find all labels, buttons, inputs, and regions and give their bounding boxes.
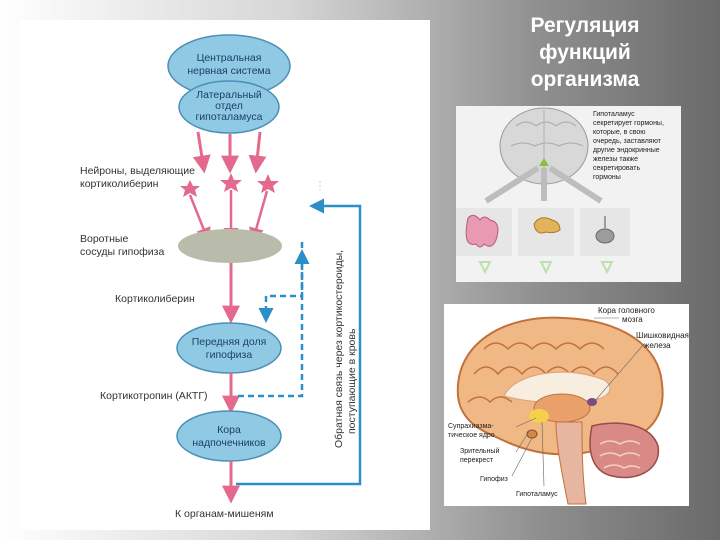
feedback-label-2: поступающие в кровь	[346, 328, 358, 434]
hyp-caption-1: Гипоталамус	[593, 111, 635, 118]
hypothalamus-label-3: гипоталамуса	[195, 111, 262, 123]
cns-label-1: Центральная	[197, 52, 262, 64]
adrenal-label-1: Кора	[217, 424, 241, 436]
hpa-axis-diagram: Центральная нервная система Латеральный …	[20, 20, 430, 530]
arrow-hyp-to-neuron-3	[248, 131, 267, 174]
brain-label-chiasm-2: перекрест	[460, 457, 494, 464]
slide-title: Регуляция функций организма	[500, 12, 670, 93]
adrenal-node	[176, 410, 282, 462]
hypothalamus-node	[178, 80, 280, 134]
feedback-loop	[236, 198, 362, 486]
brain-svg: Кора головного мозга Шишковидная железа …	[444, 304, 689, 506]
hypothalamus-marker	[539, 158, 549, 166]
neuron-star-2	[220, 173, 242, 192]
brain-label-pineal-1: Шишковидная	[636, 331, 689, 340]
neurons-label-2: кортиколиберин	[80, 178, 159, 190]
portal-label-1: Воротные	[80, 233, 128, 245]
neuron-star-3	[257, 174, 279, 193]
adrenal-label-2: надпочечников	[192, 437, 266, 449]
title-line-1: Регуляция	[530, 14, 640, 37]
hyp-caption-6: железы также	[593, 156, 638, 163]
pituitary-label-1: Передняя доля	[192, 336, 267, 348]
brain-label-pituitary: Гипофиз	[480, 476, 508, 483]
hyp-caption-4: очередь, заставляют	[593, 138, 662, 145]
portal-vessels	[178, 229, 282, 263]
hyp-caption-3: которые, в свою	[593, 129, 646, 136]
cns-label-2: нервная система	[187, 65, 270, 77]
glands-svg: Гипоталамус секретирует гормоны, которые…	[456, 106, 681, 282]
brain-label-cortex-2: мозга	[622, 315, 643, 324]
hyp-caption-7: секретировать	[593, 165, 640, 172]
cerebellum	[589, 422, 660, 479]
brain-label-pineal-2: железа	[644, 341, 671, 350]
corticoliberin-label: Кортиколиберин	[115, 293, 195, 305]
pituitary-label-2: гипофиза	[206, 349, 253, 361]
hyp-caption-5: другие эндокринные	[593, 147, 660, 154]
brain-sagittal-image: Кора головного мозга Шишковидная железа …	[444, 304, 689, 506]
hpa-diagram-svg: Центральная нервная система Латеральный …	[80, 34, 362, 520]
brain-label-scn-2: тическое ядро	[448, 432, 495, 439]
pituitary-region	[526, 429, 538, 439]
brain-label-hypothalamus: Гипоталамус	[516, 491, 558, 498]
hypothalamus-glands-image: Гипоталамус секретирует гормоны, которые…	[456, 106, 681, 282]
title-line-3: организма	[530, 68, 640, 91]
feedback-to-pituitary	[258, 242, 304, 323]
pituitary-gland-image	[595, 228, 615, 244]
hyp-caption-8: гормоны	[593, 174, 621, 181]
thyroid-gland	[465, 214, 499, 248]
brain-label-chiasm-1: Зрительный	[460, 447, 499, 455]
feedback-label-1: Обратная связь через кортикостероиды,	[333, 250, 345, 448]
targets-label: К органам-мишеням	[175, 508, 274, 520]
hypothalamus-region	[529, 409, 549, 423]
pituitary-node	[176, 322, 282, 374]
feedback-acth-line	[238, 249, 310, 398]
adrenal-gland-image	[533, 217, 561, 234]
neuron-star-1	[180, 180, 200, 197]
pineal-gland-region	[587, 398, 597, 406]
brain-label-cortex-1: Кора головного	[598, 306, 655, 315]
neurons-label-1: Нейроны, выделяющие	[80, 165, 195, 177]
arrow-hyp-to-neuron-1	[192, 131, 211, 174]
portal-label-2: сосуды гипофиза	[80, 246, 164, 258]
brain-label-scn-1: Супрахиазма-	[448, 423, 494, 430]
hypothalamus-label-1: Латеральный	[196, 89, 262, 101]
hypothalamus-label-2: отдел	[215, 100, 243, 112]
feedback-text: Обратная связь через кортикостероиды, по…	[333, 250, 358, 448]
hyp-caption-2: секретирует гормоны,	[593, 120, 664, 127]
acth-label: Кортикотропин (АКТГ)	[100, 390, 208, 402]
title-line-2: функций	[539, 41, 631, 64]
